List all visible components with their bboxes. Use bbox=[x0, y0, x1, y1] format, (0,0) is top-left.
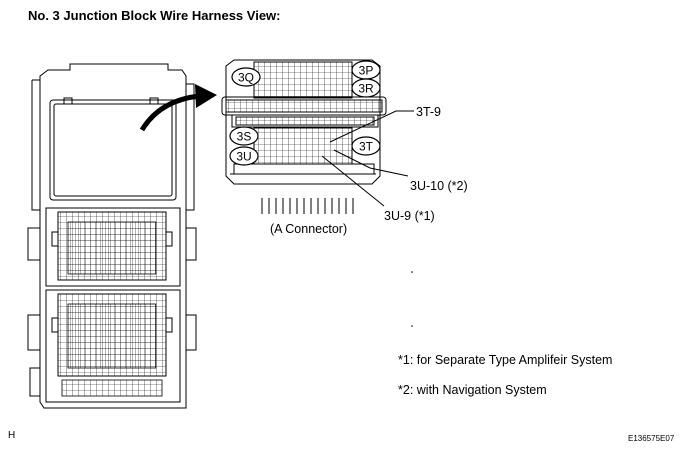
callout-3u-10: 3U-10 (*2) bbox=[410, 179, 468, 193]
wire-stubs bbox=[261, 198, 354, 214]
svg-text:3U: 3U bbox=[236, 150, 251, 164]
footer-image-id: E136575E07 bbox=[628, 434, 675, 443]
lower-connector-grid-2 bbox=[51, 293, 173, 397]
connector-tag-3s: 3S bbox=[229, 126, 259, 146]
footer-left-code: H bbox=[8, 430, 16, 441]
svg-text:3P: 3P bbox=[359, 64, 374, 78]
connector-tag-3r: 3R bbox=[351, 78, 381, 98]
svg-text:3Q: 3Q bbox=[238, 71, 254, 85]
connector-tag-3u: 3U bbox=[229, 146, 259, 166]
leader-lines bbox=[321, 110, 414, 207]
note-2: *2: with Navigation System bbox=[398, 383, 547, 397]
connector-a-view bbox=[221, 59, 387, 185]
connector-tag-3q: 3Q bbox=[231, 67, 261, 87]
callout-3u-9: 3U-9 (*1) bbox=[384, 209, 435, 223]
dot-mark bbox=[411, 325, 413, 327]
callout-3t-9: 3T-9 bbox=[416, 105, 441, 119]
dot-mark bbox=[411, 271, 413, 273]
lower-connector-grid-1 bbox=[51, 211, 173, 281]
svg-text:3S: 3S bbox=[237, 130, 252, 144]
a-connector-label: (A Connector) bbox=[270, 222, 347, 236]
note-1: *1: for Separate Type Amplifeir System bbox=[398, 353, 613, 367]
connector-tag-3p: 3P bbox=[351, 60, 381, 80]
arrow-icon bbox=[139, 84, 217, 132]
page-title: No. 3 Junction Block Wire Harness View: bbox=[28, 8, 281, 23]
junction-block-body bbox=[27, 63, 197, 409]
connector-tag-3t: 3T bbox=[351, 136, 381, 156]
svg-text:3T: 3T bbox=[359, 140, 374, 154]
svg-text:3R: 3R bbox=[358, 82, 374, 96]
